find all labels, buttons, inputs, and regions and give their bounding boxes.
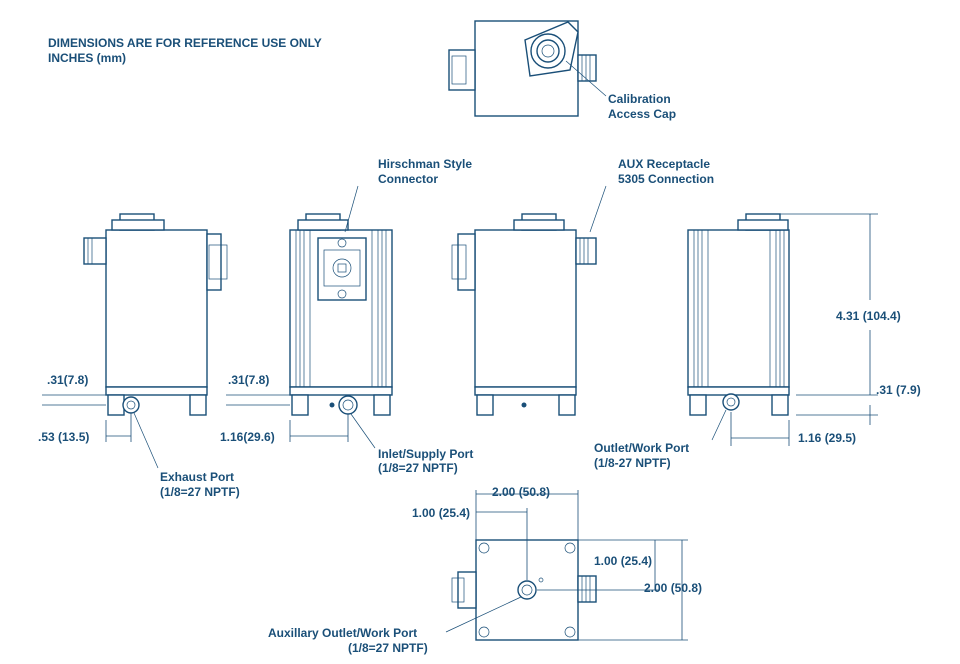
calibration-leader — [565, 60, 607, 97]
exhaust-port-label: Exhaust Port — [160, 470, 234, 484]
dim-116-mid: 1.16(29.6) — [220, 430, 275, 444]
reference-note: DIMENSIONS ARE FOR REFERENCE USE ONLY — [48, 36, 322, 50]
back-view-aux — [451, 213, 597, 416]
outlet-port-spec: (1/8-27 NPTF) — [594, 456, 671, 470]
aux-leader — [589, 185, 607, 233]
aux-receptacle-label-2: 5305 Connection — [618, 172, 714, 186]
aux-outlet-spec: (1/8=27 NPTF) — [348, 641, 428, 655]
hirschman-leader — [344, 185, 359, 233]
calibration-label-2: Access Cap — [608, 107, 676, 121]
hirschman-label: Hirschman Style — [378, 157, 472, 171]
calibration-label: Calibration — [608, 92, 671, 106]
front-view-inlet — [289, 213, 393, 416]
hirschman-label-2: Connector — [378, 172, 438, 186]
exhaust-leader — [133, 412, 159, 469]
dim-200-right: 2.00 (50.8) — [644, 581, 702, 595]
dim-100-left: 1.00 (25.4) — [412, 506, 470, 520]
aux-receptacle-label: AUX Receptacle — [618, 157, 710, 171]
inlet-port-label: Inlet/Supply Port — [378, 447, 473, 461]
outlet-leader — [711, 409, 727, 441]
aux-outlet-leader — [445, 596, 522, 633]
dim-200-top: 2.00 (50.8) — [492, 485, 550, 499]
inlet-port-spec: (1/8=27 NPTF) — [378, 461, 458, 475]
top-view — [448, 20, 597, 117]
dim-053: .53 (13.5) — [38, 430, 89, 444]
dim-431: 4.31 (104.4) — [836, 309, 901, 323]
aux-outlet-label: Auxillary Outlet/Work Port — [268, 626, 417, 640]
side-view-outlet — [687, 213, 790, 416]
dim-100-right: 1.00 (25.4) — [594, 554, 652, 568]
dim-031-right: .31 (7.9) — [876, 383, 921, 397]
dim-031-left: .31(7.8) — [47, 373, 88, 387]
inlet-leader — [350, 413, 376, 449]
front-view-exhaust — [83, 213, 228, 416]
outlet-port-label: Outlet/Work Port — [594, 441, 689, 455]
exhaust-port-spec: (1/8=27 NPTF) — [160, 485, 240, 499]
dim-031-mid: .31(7.8) — [228, 373, 269, 387]
units-note: INCHES (mm) — [48, 51, 126, 65]
dim-116-right: 1.16 (29.5) — [798, 431, 856, 445]
